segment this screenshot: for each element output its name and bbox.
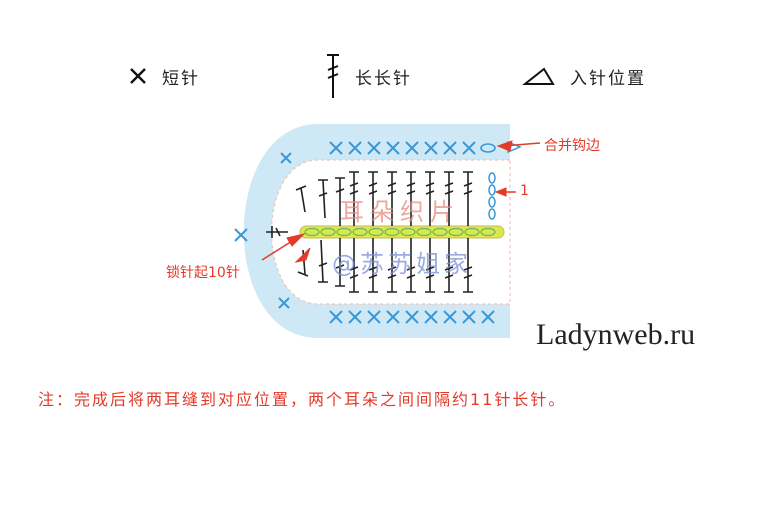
red-pointers (261, 140, 541, 263)
annotation-chain: 锁针起10针 (166, 265, 240, 281)
top-sc-row (329, 141, 496, 155)
turning-chain (488, 172, 496, 220)
annotation-row1: 1 (520, 183, 529, 199)
chain-foundation (299, 225, 505, 239)
legend-sc: 短针 (128, 62, 200, 90)
annotation-join: 合并钩边 (544, 138, 600, 154)
x-stitch-icon (130, 68, 146, 84)
double-treble-icon (327, 54, 339, 98)
triangle-insert-icon (522, 67, 555, 85)
bottom-sc-row (329, 310, 495, 324)
legend-sc-label: 短针 (162, 68, 200, 89)
legend-position: 入针位置 (522, 62, 646, 90)
lower-dtr-row (297, 238, 473, 293)
legend-dtr: 长长针 (325, 52, 412, 100)
footer-note: 注：完成后将两耳缝到对应位置，两个耳朵之间间隔约11针长针。 (38, 390, 567, 409)
watermark-cn-red: 耳朵织片 (340, 198, 460, 226)
upper-dtr-row (295, 171, 473, 226)
legend-dtr-label: 长长针 (355, 68, 412, 89)
site-watermark: Ladynweb.ru (536, 318, 696, 351)
legend-position-label: 入针位置 (570, 68, 646, 89)
end-dtr (266, 226, 288, 238)
curve-sc-stitches (234, 152, 292, 309)
watermark-cn-blue: @苏苏姐家 (332, 250, 472, 278)
